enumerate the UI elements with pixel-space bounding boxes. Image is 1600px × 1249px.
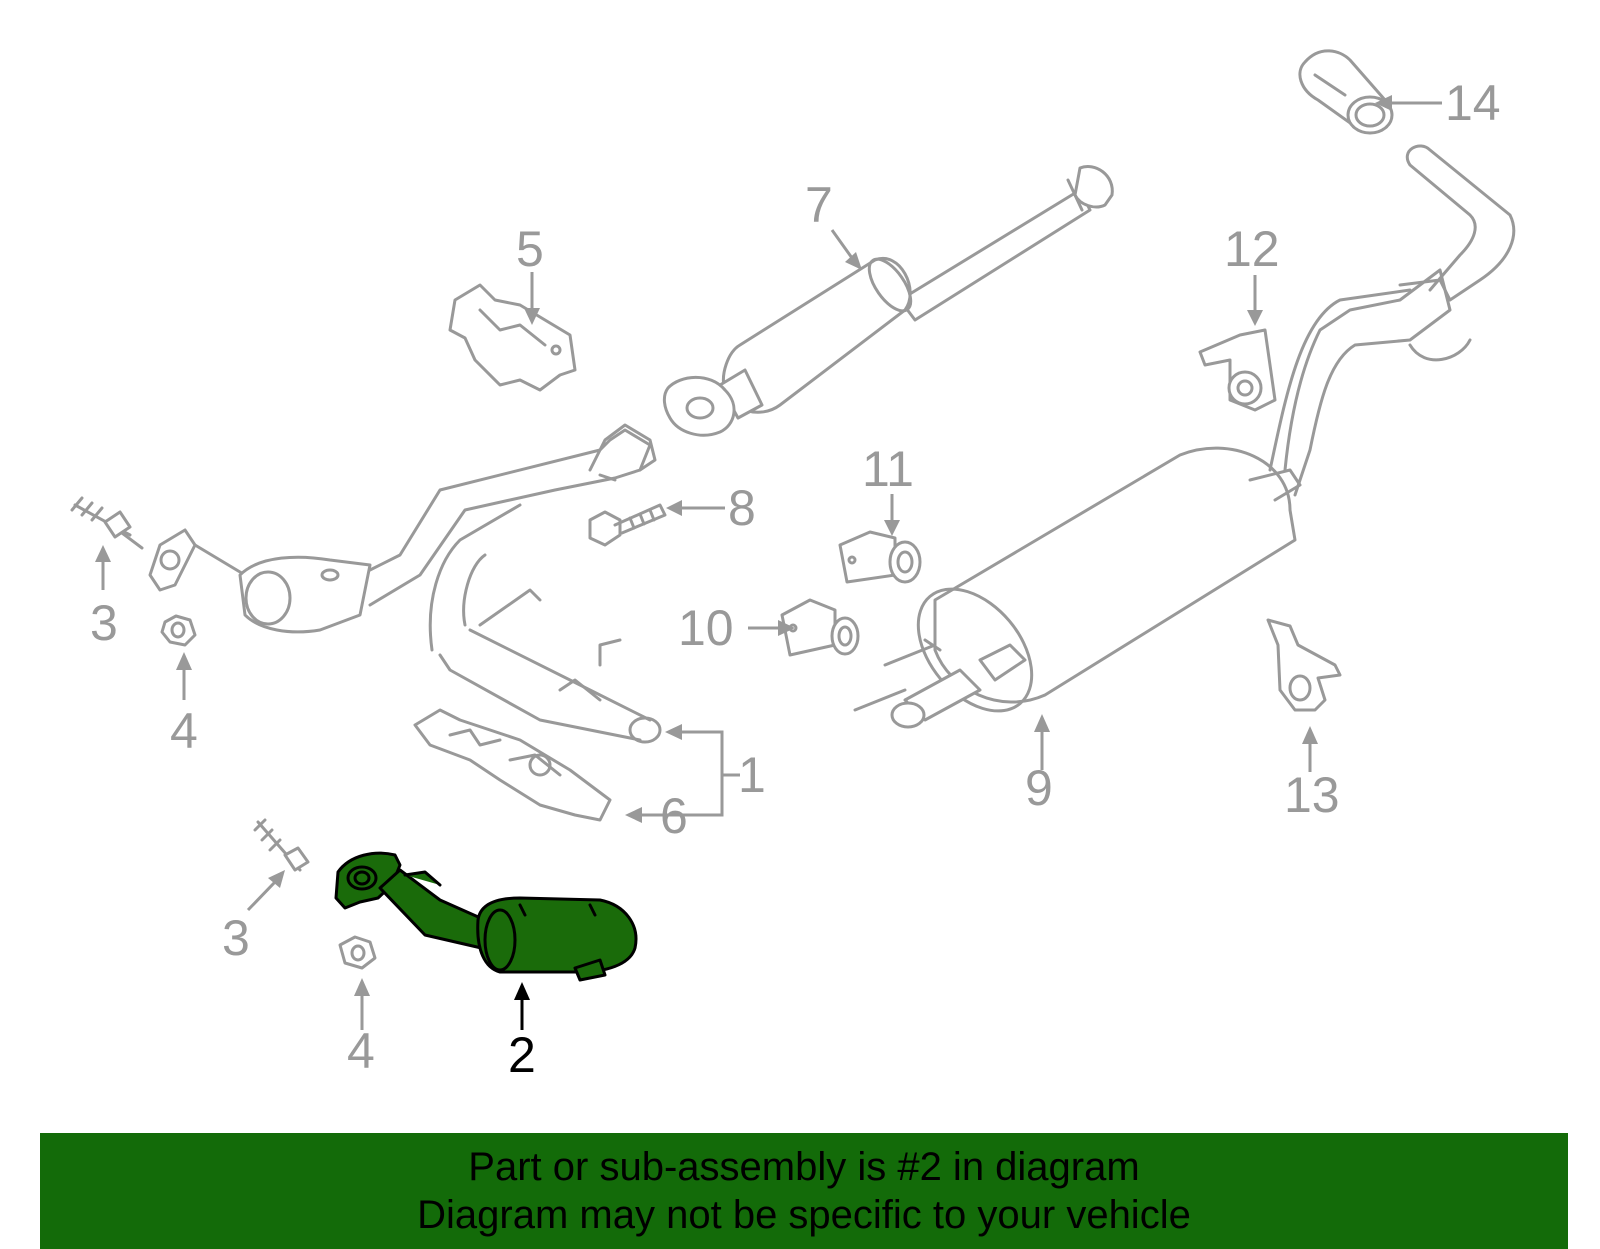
callout-2: 2	[508, 1027, 536, 1083]
info-banner: Part or sub-assembly is #2 in diagram Di…	[40, 1133, 1568, 1249]
callout-9: 9	[1025, 760, 1053, 816]
callout-1: 1	[738, 747, 766, 803]
part-5-heat-shield[interactable]	[448, 283, 577, 392]
part-14-exhaust-tip[interactable]	[1298, 49, 1394, 135]
callout-3-bottom: 3	[222, 910, 250, 966]
callout-5: 5	[516, 221, 544, 277]
callout-10: 10	[678, 600, 734, 656]
callout-labels: 14 7 5 12 11 8 3 10 4 1 9 13 6 3 4 2	[90, 75, 1501, 1083]
part-6-heat-shield[interactable]	[413, 708, 612, 822]
callout-8: 8	[728, 480, 756, 536]
banner-line-disclaimer: Diagram may not be specific to your vehi…	[417, 1193, 1191, 1237]
part-2-catalytic-converter[interactable]	[334, 851, 638, 982]
callout-4-bottom: 4	[347, 1023, 375, 1079]
part-4-nut-bottom[interactable]	[338, 935, 377, 970]
part-13-hanger[interactable]	[1266, 618, 1342, 712]
callout-7: 7	[805, 177, 833, 233]
part-4-nut-top[interactable]	[160, 614, 197, 647]
callout-12: 12	[1224, 221, 1280, 277]
part-12-hanger[interactable]	[1198, 328, 1277, 412]
part-11-hanger[interactable]	[838, 530, 922, 584]
part-3-stud-bottom[interactable]	[253, 818, 310, 872]
part-9-muffler[interactable]	[853, 144, 1516, 733]
callout-14: 14	[1445, 75, 1501, 131]
callout-4-top: 4	[170, 703, 198, 759]
callout-11: 11	[862, 441, 914, 497]
callout-6: 6	[660, 788, 688, 844]
part-1-front-pipe[interactable]	[148, 423, 662, 744]
part-10-hanger[interactable]	[780, 598, 860, 657]
leader-lines	[95, 95, 1442, 1030]
part-8-bolt[interactable]	[588, 503, 667, 547]
part-3-stud-top[interactable]	[70, 496, 144, 550]
part-7-resonator[interactable]	[662, 165, 1114, 437]
banner-line-part: Part or sub-assembly is #2 in diagram	[468, 1145, 1140, 1189]
callout-3-top: 3	[90, 595, 118, 651]
callout-13: 13	[1284, 767, 1340, 823]
